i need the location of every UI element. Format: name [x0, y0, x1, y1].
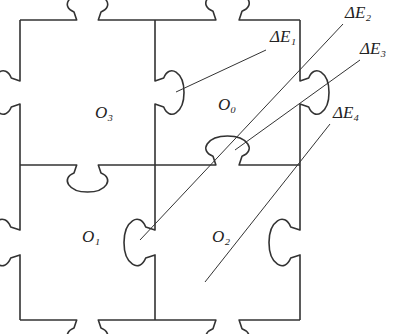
part-name: O₀ — [218, 96, 236, 115]
puzzle-edge — [124, 165, 155, 320]
puzzle-edge — [20, 165, 155, 192]
puzzle-edge — [155, 320, 300, 334]
puzzle-edge — [155, 136, 300, 165]
puzzle-edge — [0, 20, 20, 165]
puzzle-edge — [155, 20, 184, 165]
leader-lines — [140, 24, 360, 282]
puzzle-edge — [155, 0, 300, 20]
puzzle-edge — [20, 0, 155, 20]
puzzle-edge — [269, 165, 300, 320]
callout-label: ΔE₁ — [270, 28, 296, 47]
part-name: O₁ — [82, 228, 100, 247]
part-name: O₃ — [95, 104, 113, 123]
part-name: O₂ — [212, 228, 230, 247]
callout-label: ΔE₃ — [360, 40, 386, 59]
puzzle-edge — [0, 165, 20, 320]
callout-label: ΔE₂ — [345, 4, 371, 23]
leader-line — [176, 50, 266, 92]
puzzle-edge — [20, 320, 155, 334]
leader-line — [140, 24, 343, 240]
leader-line — [205, 124, 330, 282]
callout-label: ΔE₄ — [333, 104, 359, 123]
puzzle-pieces — [0, 0, 329, 334]
leader-line — [235, 60, 360, 150]
